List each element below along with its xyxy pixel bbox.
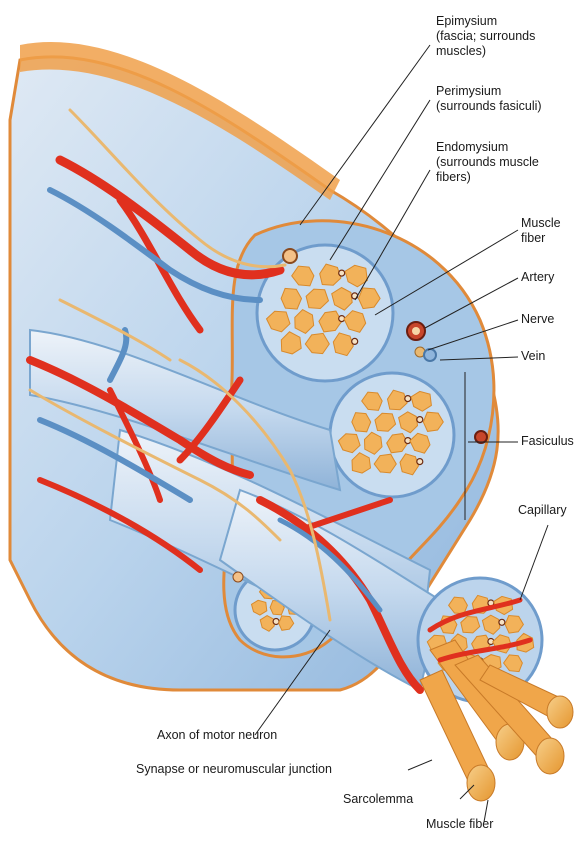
label-perimysium: Perimysium (surrounds fasiculi) (436, 84, 542, 114)
capillary-section (352, 338, 358, 344)
label-synapse: Synapse or neuromuscular junction (136, 762, 332, 777)
label-fasiculus: Fasiculus (521, 434, 574, 449)
capillary-section (273, 619, 279, 625)
fasciculus-middle (330, 373, 454, 497)
capillary-section (417, 459, 423, 465)
label-endomysium: Endomysium (surrounds muscle fibers) (436, 140, 539, 185)
capillary-section (499, 619, 505, 625)
label-capillary: Capillary (518, 503, 567, 518)
label-axon: Axon of motor neuron (157, 728, 277, 743)
label-epimysium: Epimysium (fascia; surrounds muscles) (436, 14, 535, 59)
label-muscle-fiber-top: Muscle fiber (521, 216, 561, 246)
capillary-section (417, 417, 423, 423)
label-artery: Artery (521, 270, 554, 285)
label-sarcolemma: Sarcolemma (343, 792, 413, 807)
capillary-section (405, 396, 411, 402)
label-vein: Vein (521, 349, 545, 364)
label-nerve: Nerve (521, 312, 554, 327)
capillary-section (339, 270, 345, 276)
label-muscle-fiber-bottom: Muscle fiber (426, 817, 493, 832)
